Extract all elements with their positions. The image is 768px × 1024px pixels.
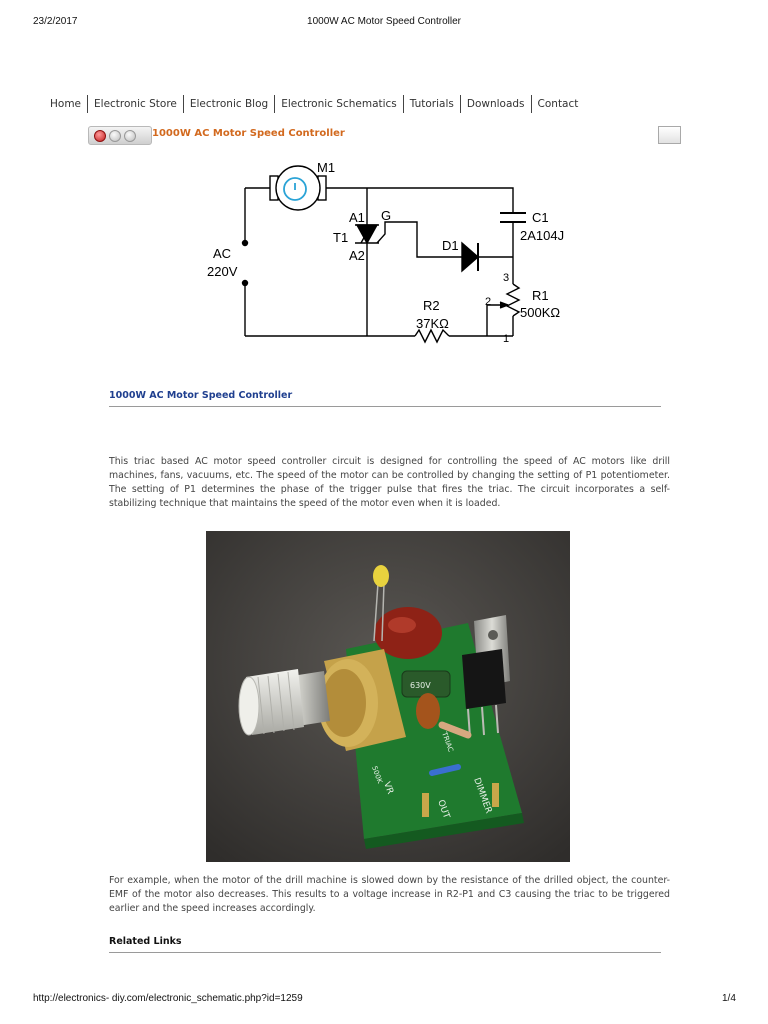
window-title: 1000W AC Motor Speed Controller — [152, 128, 345, 139]
triac-a2-label: A2 — [349, 248, 365, 263]
window-toolbar-toggle[interactable] — [658, 126, 681, 144]
ac-source-label: AC — [213, 246, 231, 261]
explanation-paragraph: For example, when the motor of the drill… — [109, 875, 670, 914]
nav-divider — [459, 95, 461, 113]
related-links-divider — [109, 952, 661, 953]
related-links-heading: Related Links — [109, 936, 182, 947]
print-date: 23/2/2017 — [33, 16, 78, 27]
circuit-schematic: M1 A1 G T1 A2 AC 220V C1 2A104J D1 R1 50… — [207, 160, 564, 345]
cap-630v-text: 630V — [410, 681, 431, 690]
product-photo: DIMMER OUT VR 500K TRIAC 630V — [206, 531, 570, 862]
nav-divider — [402, 95, 404, 113]
nav-electronic-schematics[interactable]: Electronic Schematics — [281, 98, 397, 110]
triac-name-label: T1 — [333, 230, 348, 245]
pot-pin1-label: 1 — [503, 333, 509, 345]
terminal-pin — [492, 783, 499, 807]
capacitor-value-label: 2A104J — [520, 228, 564, 243]
motor-m1-symbol — [275, 165, 321, 211]
pot-value-label: 500KΩ — [520, 305, 560, 320]
triac-gate-label: G — [381, 208, 391, 223]
resistor-name-label: R2 — [423, 298, 440, 313]
print-url: http://electronics- diy.com/electronic_s… — [33, 993, 303, 1004]
print-page-number: 1/4 — [722, 993, 736, 1004]
nav-contact[interactable]: Contact — [537, 98, 579, 110]
motor-label: M1 — [317, 160, 335, 175]
board-vr-text: VR — [381, 781, 395, 796]
section-divider — [109, 406, 661, 407]
resistor-r2-symbol — [414, 328, 450, 344]
nav-tutorials[interactable]: Tutorials — [409, 98, 454, 110]
small-capacitor — [416, 693, 440, 729]
triac-a1-label: A1 — [349, 210, 365, 225]
diode-component — [429, 764, 461, 776]
ac-voltage-label: 220V — [207, 264, 238, 279]
resistor-value-label: 37KΩ — [416, 316, 449, 331]
print-title: 1000W AC Motor Speed Controller — [307, 16, 461, 27]
nav-home[interactable]: Home — [50, 98, 82, 110]
potentiometer-r1-symbol — [505, 283, 521, 317]
zoom-window-button[interactable] — [124, 130, 136, 142]
resistor-component — [438, 721, 472, 739]
nav-divider — [87, 95, 89, 113]
motor-dial-icon — [283, 177, 307, 201]
pot-pin3-label: 3 — [503, 272, 509, 284]
close-window-button[interactable] — [94, 130, 106, 142]
nav-downloads[interactable]: Downloads — [466, 98, 525, 110]
section-title[interactable]: 1000W AC Motor Speed Controller — [109, 390, 293, 401]
led-body — [373, 565, 389, 587]
nav-divider — [530, 95, 532, 113]
diac-name-label: D1 — [442, 238, 459, 253]
ac-terminal-top — [241, 239, 249, 247]
minimize-window-button[interactable] — [109, 130, 121, 142]
nav-electronic-store[interactable]: Electronic Store — [94, 98, 177, 110]
triac-package — [462, 649, 506, 709]
main-nav: Home Electronic Store Electronic Blog El… — [44, 95, 584, 113]
intro-paragraph: This triac based AC motor speed controll… — [109, 456, 670, 509]
window-titlebar — [88, 126, 152, 145]
capacitor-body — [374, 607, 442, 659]
nav-electronic-blog[interactable]: Electronic Blog — [189, 98, 269, 110]
pot-name-label: R1 — [532, 288, 549, 303]
pot-pin2-label: 2 — [485, 296, 491, 308]
diac-d1-symbol — [461, 241, 480, 273]
capacitor-name-label: C1 — [532, 210, 549, 225]
terminal-pin — [422, 793, 429, 817]
nav-divider — [274, 95, 276, 113]
ac-terminal-bottom — [241, 279, 249, 287]
nav-divider — [182, 95, 184, 113]
